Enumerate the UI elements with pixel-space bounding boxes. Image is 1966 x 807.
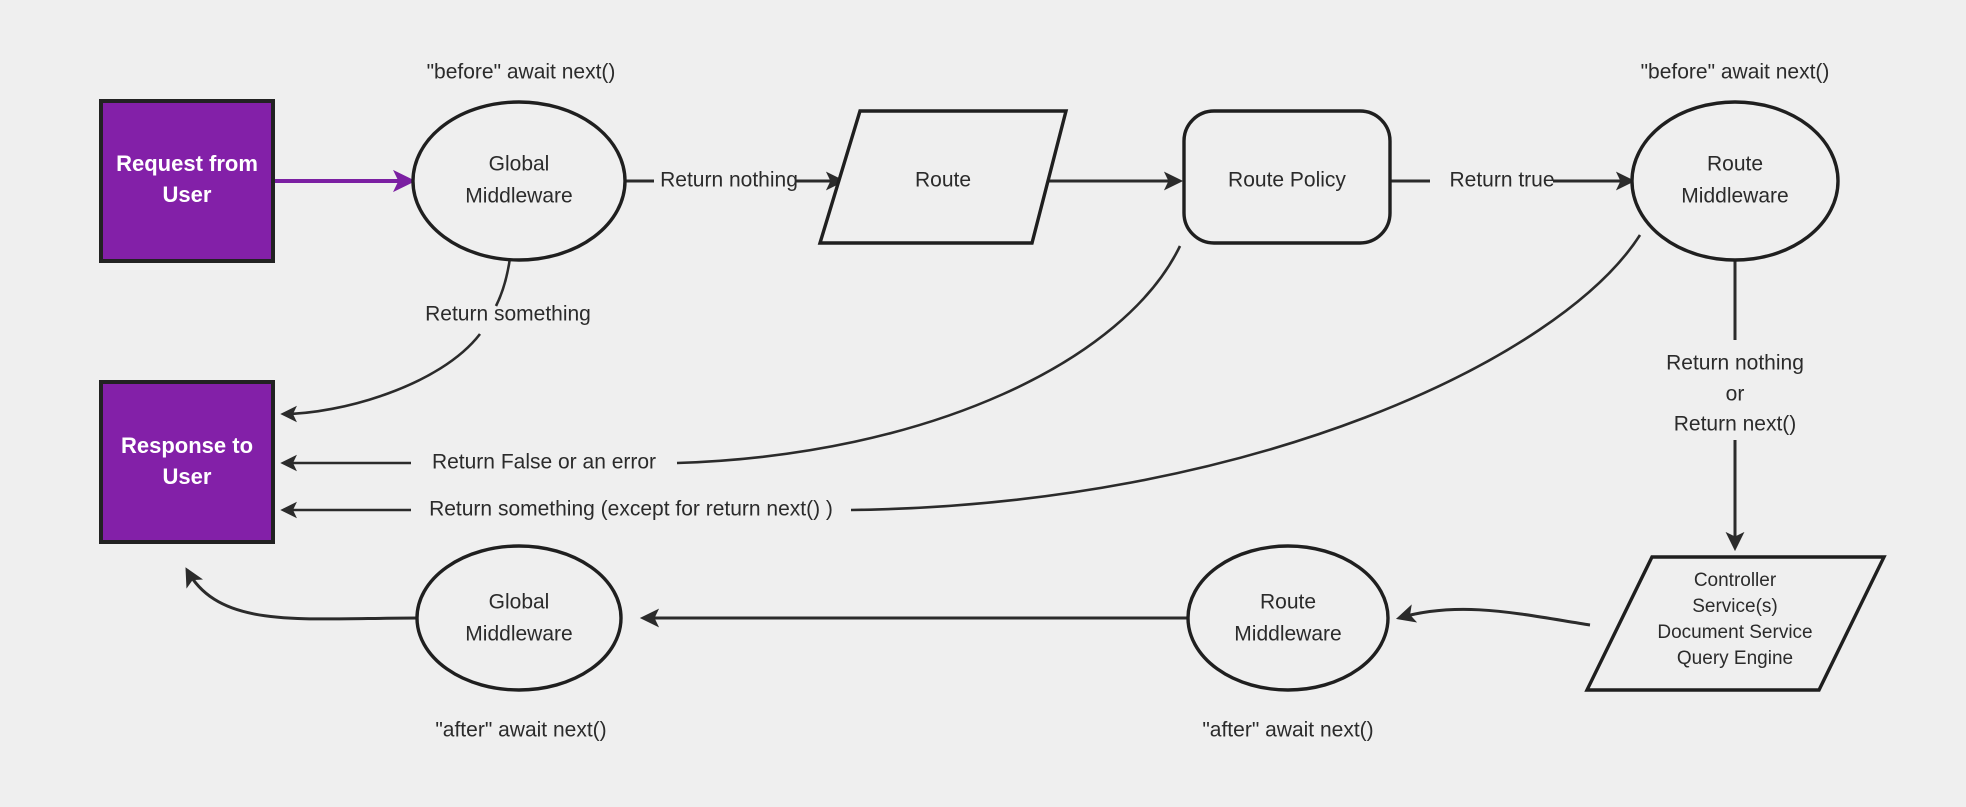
edge-label-return-true: Return true (1449, 169, 1554, 192)
route-middleware-bottom-ellipse (1186, 544, 1390, 692)
edge-route-policy-return-false-right (676, 245, 1182, 465)
route-middleware-top-ellipse (1630, 100, 1840, 262)
edge-label-return-something: Return something (425, 303, 591, 326)
annotation-before-await-next-global: "before" await next() (427, 61, 616, 84)
response-to-user-label-line1: Response to (121, 433, 253, 458)
annotation-before-await-next-route: "before" await next() (1641, 61, 1830, 84)
request-from-user-rect (99, 99, 275, 263)
handler-label-line4: Query Engine (1677, 648, 1793, 669)
node-response-to-user[interactable]: Response to User (99, 380, 275, 544)
response-to-user-rect (99, 380, 275, 544)
edge-global-middleware-bottom-to-response (185, 567, 420, 621)
node-global-middleware-bottom[interactable]: Global Middleware (415, 544, 623, 692)
annotation-after-await-next-route: "after" await next() (1202, 719, 1373, 742)
edge-label-return-nothing: Return nothing (660, 169, 798, 192)
route-policy-rect (1182, 109, 1392, 245)
route-middleware-bottom-label-line1: Route (1260, 591, 1316, 614)
handler-label-line2: Service(s) (1692, 596, 1778, 617)
request-from-user-label-line1: Request from (116, 151, 258, 176)
route-label: Route (915, 169, 971, 192)
node-route-middleware-bottom[interactable]: Route Middleware (1186, 544, 1390, 692)
route-middleware-top-label-line1: Route (1707, 153, 1763, 176)
global-middleware-top-label-line1: Global (489, 153, 550, 176)
route-parallelogram (817, 109, 1069, 245)
edge-label-return-false-or-error: Return False or an error (432, 451, 656, 474)
global-middleware-bottom-label-line1: Global (489, 591, 550, 614)
node-request-from-user[interactable]: Request from User (99, 99, 275, 263)
route-policy-label: Route Policy (1228, 169, 1346, 192)
node-global-middleware-top[interactable]: Global Middleware (411, 100, 627, 262)
edge-handler-to-route-middleware-bottom (1395, 604, 1591, 627)
handler-label-line3: Document Service (1657, 622, 1812, 643)
edge-label-return-nothing-or-next-line2: or (1726, 383, 1745, 406)
node-route[interactable]: Route (817, 109, 1069, 245)
route-middleware-bottom-label-line2: Middleware (1234, 623, 1341, 646)
global-middleware-bottom-ellipse (415, 544, 623, 692)
edge-global-middleware-return-something-lower (280, 333, 482, 423)
node-route-middleware-top[interactable]: Route Middleware (1630, 100, 1840, 262)
route-middleware-top-label-line2: Middleware (1681, 185, 1788, 208)
annotation-after-await-next-global: "after" await next() (435, 719, 606, 742)
edge-route-middleware-return-something-right (850, 234, 1642, 512)
edge-label-return-something-except-next: Return something (except for return next… (429, 498, 833, 521)
handler-parallelogram (1584, 555, 1887, 692)
global-middleware-top-label-line2: Middleware (465, 185, 572, 208)
request-from-user-label-line2: User (163, 182, 212, 207)
global-middleware-top-ellipse (411, 100, 627, 262)
edge-label-return-nothing-or-next-line1: Return nothing (1666, 352, 1804, 375)
node-route-policy[interactable]: Route Policy (1182, 109, 1392, 245)
edge-label-return-nothing-or-next-line3: Return next() (1674, 413, 1797, 436)
handler-label-line1: Controller (1694, 570, 1777, 591)
node-handler[interactable]: Controller Service(s) Document Service Q… (1584, 555, 1887, 692)
response-to-user-label-line2: User (163, 464, 212, 489)
global-middleware-bottom-label-line2: Middleware (465, 623, 572, 646)
